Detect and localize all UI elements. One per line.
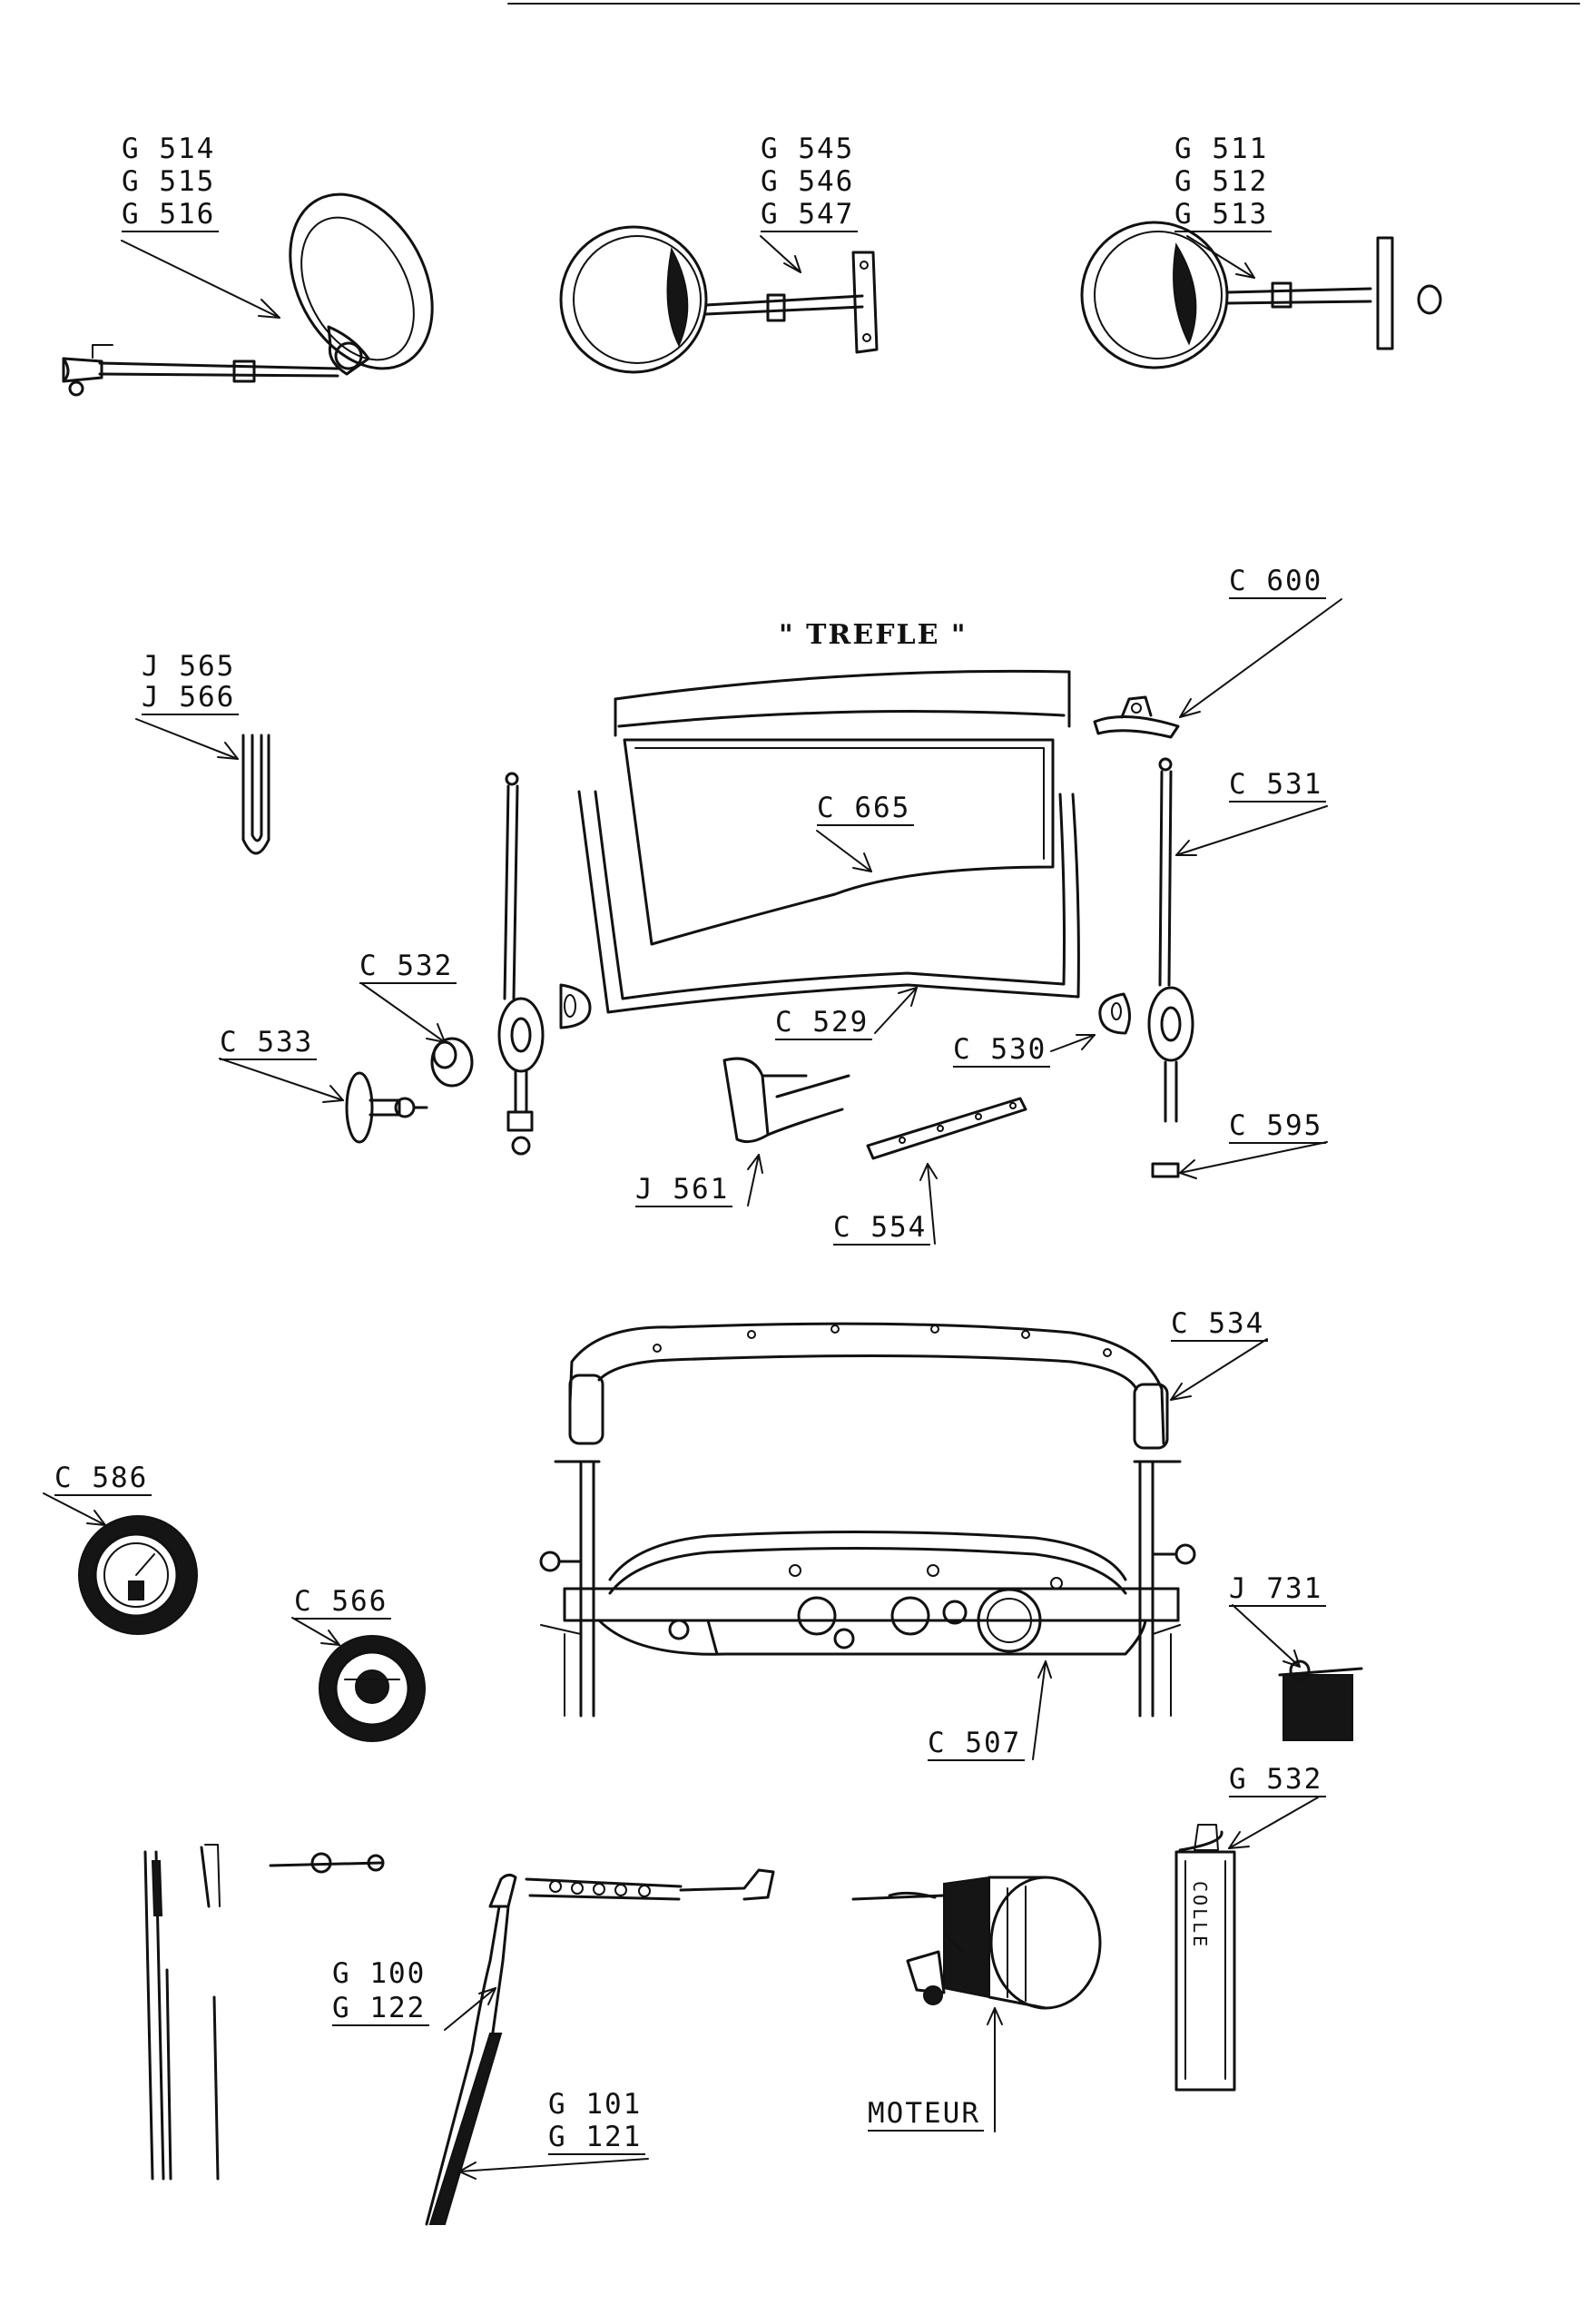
label-c530: C 530 [953,1033,1051,1068]
label-g547: G 547 [761,198,859,232]
gauge-c586-drawing [78,1515,198,1635]
flat-strip-drawing [866,1097,1027,1160]
dashboard-drawing [539,1460,1196,1718]
label-c531: C 531 [1229,768,1327,803]
label-c507: C 507 [928,1727,1026,1761]
motor-drawing [851,1876,1102,2010]
label-g121: G 121 [548,2121,646,2155]
bumper-left-drawing [559,983,592,1029]
label-c600: C 600 [1229,565,1327,599]
diagram-title: " TREFLE " [779,619,968,651]
clamp-piece-drawing [1093,695,1180,739]
bumper-c530-drawing [1098,992,1131,1035]
label-g100: G 100 [332,1957,427,1990]
label-j731: J 731 [1229,1572,1327,1607]
label-c529: C 529 [775,1006,873,1040]
label-g516: G 516 [122,198,220,232]
tube-label-text: COLLE [1189,1881,1211,1950]
u-seal-drawing [241,734,270,855]
label-c534: C 534 [1171,1307,1269,1342]
label-j561: J 561 [635,1173,733,1207]
wiper-arm-drawing [143,1844,385,2181]
label-g546: G 546 [761,165,855,198]
mirror-long-arm-drawing [62,192,434,397]
label-g545: G 545 [761,133,855,165]
clock-c566-drawing [319,1635,426,1742]
block-j731-drawing [1278,1659,1363,1741]
label-g101: G 101 [548,2088,643,2121]
label-moteur: MOTEUR [868,2097,984,2132]
label-g511: G 511 [1174,133,1269,165]
seal-strip-drawing [722,1057,850,1144]
knob-c532-drawing [430,1037,474,1088]
leader-lines [43,235,1342,2180]
label-c586: C 586 [54,1462,152,1496]
label-g514: G 514 [122,133,216,165]
label-c566: C 566 [294,1585,392,1620]
side-rod-left-drawing [497,772,545,1156]
label-c532: C 532 [359,950,457,984]
mirror-bracket-drawing [559,225,879,374]
label-c554: C 554 [833,1211,931,1246]
windscreen-drawing [577,669,1080,1014]
label-g122: G 122 [332,1992,430,2026]
wiper-blade-drawing [425,1868,775,2226]
label-j565: J 565 [142,650,236,683]
label-j566: J 566 [142,681,240,715]
header-bar-drawing [568,1322,1169,1450]
label-c665: C 665 [817,792,915,826]
label-c533: C 533 [220,1026,318,1060]
side-rod-right-drawing [1147,757,1194,1178]
label-g512: G 512 [1174,165,1269,198]
label-g532: G 532 [1229,1763,1327,1797]
glue-tube-drawing [1174,1824,1236,2092]
label-c595: C 595 [1229,1109,1327,1144]
mirror-post-drawing [1080,221,1442,369]
label-g515: G 515 [122,165,216,198]
label-g513: G 513 [1174,198,1273,232]
knob-c533-drawing [345,1071,428,1144]
